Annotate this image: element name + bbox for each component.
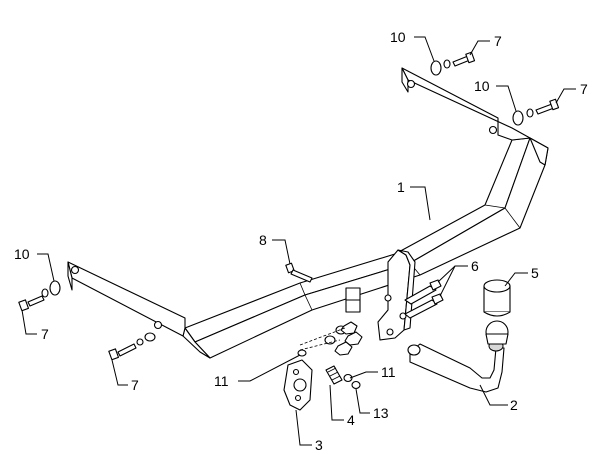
callout-11-left: 11	[214, 373, 229, 389]
callout-8: 8	[259, 232, 267, 248]
callout-13: 13	[373, 405, 389, 421]
callout-7-bottom: 7	[131, 377, 139, 393]
bolt-cluster-top-right	[430, 51, 560, 126]
callout-2: 2	[510, 397, 518, 413]
washer-part-11-left	[297, 349, 307, 357]
callout-11-right: 11	[381, 364, 396, 380]
right-mounting-bracket	[401, 67, 531, 141]
callout-3: 3	[315, 437, 323, 453]
bolt-set-part-6	[404, 279, 444, 319]
callout-4: 4	[347, 412, 355, 428]
callout-7-left: 7	[41, 326, 49, 342]
washer-part-11-right	[343, 373, 353, 383]
socket-plate-part-3	[283, 359, 313, 411]
spring-part-4	[325, 365, 343, 385]
callout-7-top: 7	[494, 33, 502, 49]
callout-10-left: 10	[14, 246, 30, 262]
bolt-cluster-left	[18, 280, 156, 361]
callout-7-right: 7	[580, 81, 588, 97]
callout-1: 1	[397, 179, 405, 195]
ball-cover-part-5	[483, 279, 511, 317]
nut-part-13	[351, 380, 361, 390]
ball-mount-bracket	[345, 249, 416, 341]
callout-6: 6	[471, 258, 479, 274]
bolt-part-8	[285, 262, 313, 283]
callout-10-right: 10	[474, 78, 490, 94]
left-mounting-bracket	[67, 261, 186, 337]
callout-5: 5	[531, 265, 539, 281]
callout-10-top: 10	[390, 29, 406, 45]
nuts-and-washers	[299, 321, 363, 356]
tow-ball-part-2	[407, 320, 509, 393]
leader-lines	[21, 36, 576, 446]
